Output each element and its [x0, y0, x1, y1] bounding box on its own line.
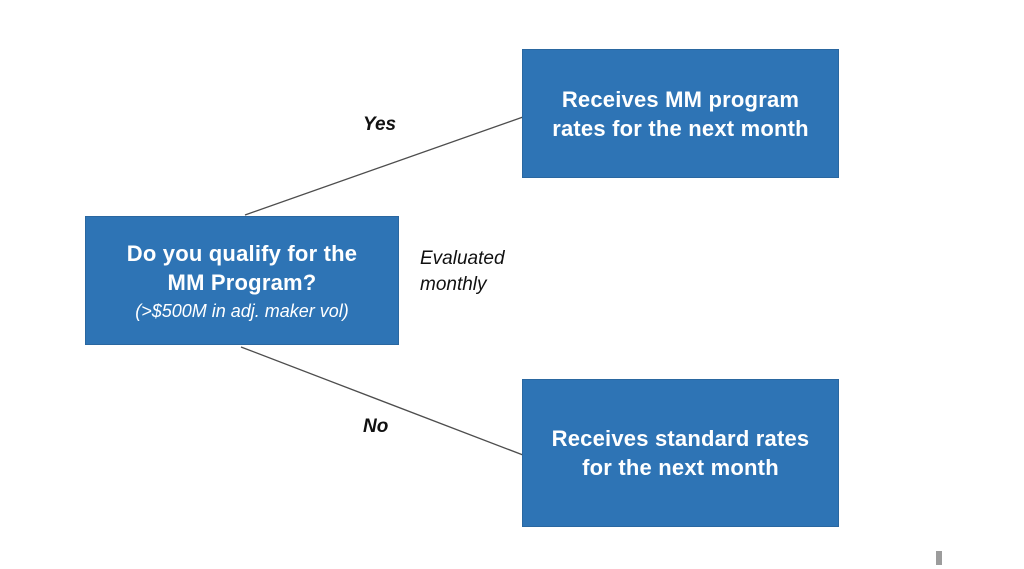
node-text-line: Receives MM program — [561, 86, 800, 112]
node-text-line: Receives standard rates — [551, 426, 810, 451]
node-text-line: for the next month — [582, 455, 779, 480]
footer-mark — [936, 551, 942, 565]
node-text-line: rates for the next month — [552, 115, 809, 141]
no-edge-label: No — [363, 416, 389, 437]
decision-node: Do you qualify for the MM Program? (>$50… — [85, 216, 399, 345]
node-text-line: Do you qualify for the — [126, 240, 358, 266]
no-outcome-node-title: Receives standard rates for the next mon… — [552, 424, 810, 482]
no-outcome-node: Receives standard rates for the next mon… — [522, 379, 839, 527]
decision-node-title: Do you qualify for the MM Program? — [127, 239, 358, 297]
decision-node-subtitle: (>$500M in adj. maker vol) — [135, 300, 349, 321]
no-connector-line — [240, 346, 524, 456]
yes-outcome-node-title: Receives MM program rates for the next m… — [552, 85, 809, 143]
node-text-line: MM Program? — [167, 269, 317, 295]
yes-outcome-node: Receives MM program rates for the next m… — [522, 49, 839, 178]
yes-edge-label: Yes — [363, 114, 397, 135]
evaluation-note: Evaluated monthly — [420, 248, 505, 295]
